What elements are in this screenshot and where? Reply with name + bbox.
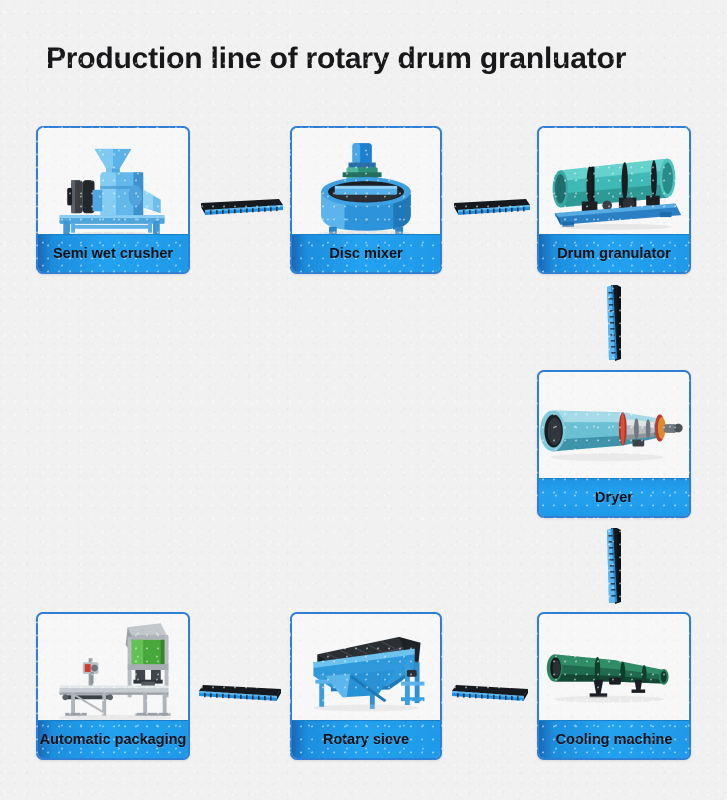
connector-mixer-to-granulator <box>452 195 530 217</box>
connector-sieve-to-packaging <box>199 681 283 703</box>
card-rotary-sieve[interactable]: Rotary sieve <box>290 612 442 760</box>
card-dryer[interactable]: Dryer <box>537 370 691 518</box>
card-label-disc-mixer: Disc mixer <box>292 234 440 272</box>
machine-image-automatic-packaging <box>38 614 188 725</box>
card-label-cooling-machine: Cooling machine <box>539 720 689 758</box>
card-automatic-packaging[interactable]: Automatic packaging <box>36 612 190 760</box>
card-label-automatic-packaging: Automatic packaging <box>38 720 188 758</box>
machine-image-semi-wet-crusher <box>38 128 188 239</box>
card-drum-granulator[interactable]: Drum granulator <box>537 126 691 274</box>
card-semi-wet-crusher[interactable]: Semi wet crusher <box>36 126 190 274</box>
card-label-semi-wet-crusher: Semi wet crusher <box>38 234 188 272</box>
machine-image-disc-mixer <box>292 128 440 239</box>
card-label-dryer: Dryer <box>539 478 689 516</box>
connector-dryer-to-cooling <box>603 526 625 606</box>
card-disc-mixer[interactable]: Disc mixer <box>290 126 442 274</box>
page-title: Production line of rotary drum granluato… <box>46 42 627 75</box>
connector-crusher-to-mixer <box>199 195 283 217</box>
machine-image-rotary-sieve <box>292 614 440 725</box>
card-label-rotary-sieve: Rotary sieve <box>292 720 440 758</box>
card-cooling-machine[interactable]: Cooling machine <box>537 612 691 760</box>
connector-cooling-to-sieve <box>452 681 530 703</box>
machine-image-dryer <box>539 372 689 483</box>
card-label-drum-granulator: Drum granulator <box>539 234 689 272</box>
machine-image-drum-granulator <box>539 128 689 239</box>
machine-image-cooling-machine <box>539 614 689 725</box>
connector-granulator-to-dryer <box>603 283 625 363</box>
